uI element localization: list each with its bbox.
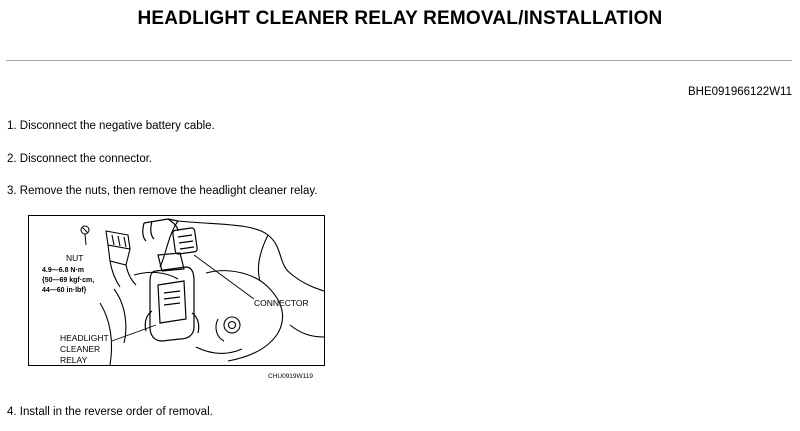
relay-leader <box>111 324 157 342</box>
step-3: 3. Remove the nuts, then remove the head… <box>7 185 318 197</box>
leader-lines <box>111 254 255 342</box>
step-4: 4. Install in the reverse order of remov… <box>7 406 213 418</box>
torque-line-3: 44—60 in·lbf} <box>42 287 87 294</box>
connector-drawing <box>142 218 198 255</box>
nut-label: NUT <box>66 253 83 263</box>
torque-line-1: 4.9—6.8 N·m <box>42 267 84 274</box>
figure-frame <box>28 215 325 366</box>
relay-label-line-3: RELAY <box>60 355 88 365</box>
page-title: HEADLIGHT CLEANER RELAY REMOVAL/INSTALLA… <box>137 8 663 29</box>
grommet-drawing <box>215 316 241 342</box>
relay-label-line-1: HEADLIGHT <box>60 333 109 343</box>
document-id: BHE091966122W11 <box>688 86 792 98</box>
step-2: 2. Disconnect the connector. <box>7 153 153 165</box>
body-panel-drawing <box>99 220 325 366</box>
connector-label: CONNECTOR <box>254 298 309 308</box>
torque-line-2: {50—69 kgf·cm, <box>42 277 94 284</box>
figure-code: CHU0919W119 <box>268 373 313 380</box>
relay-illustration: NUT 4.9—6.8 N·m {50—69 kgf·cm, 44—60 in·… <box>28 215 330 381</box>
nut-symbol <box>80 225 90 246</box>
relay-illustration-svg: NUT 4.9—6.8 N·m {50—69 kgf·cm, 44—60 in·… <box>28 215 325 380</box>
relay-label-line-2: CLEANER <box>60 344 100 354</box>
bolt-stud-drawing <box>105 230 137 288</box>
step-1: 1. Disconnect the negative battery cable… <box>7 120 215 132</box>
relay-drawing <box>144 252 200 342</box>
connector-leader <box>193 254 255 300</box>
title-divider <box>6 60 792 61</box>
